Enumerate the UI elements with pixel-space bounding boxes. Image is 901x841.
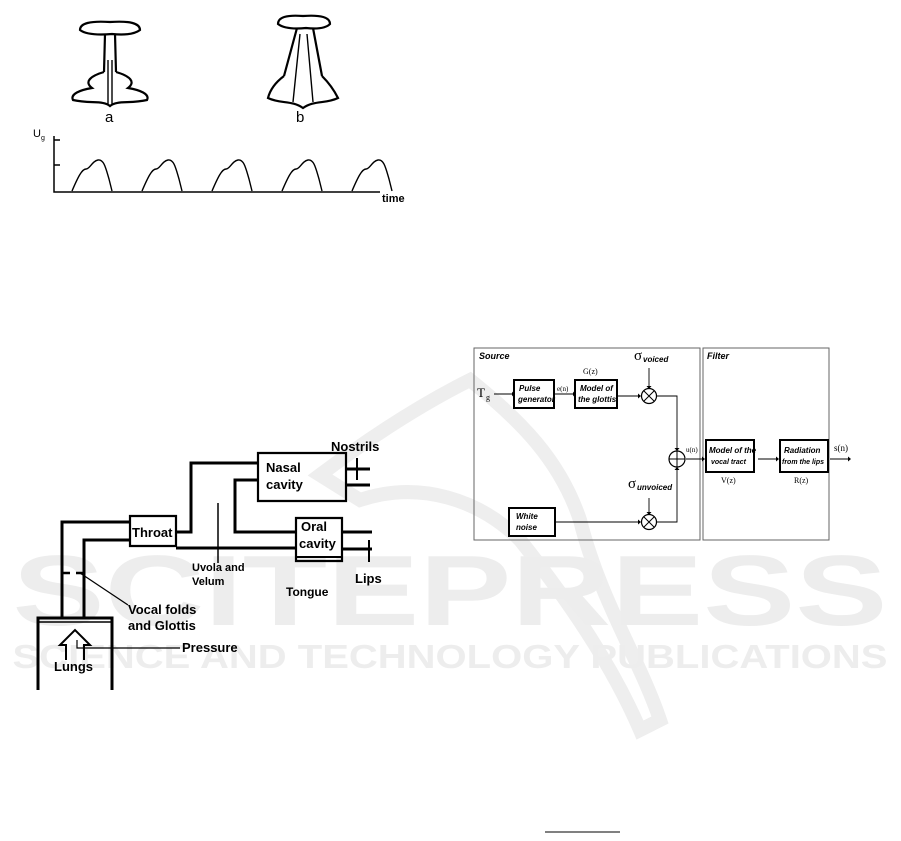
adder-plus <box>669 451 685 467</box>
pulse-generator-block <box>513 379 555 409</box>
source-filter-diagram: Source Filter T g Pulse generator e(n) G… <box>473 347 851 541</box>
multiplier-unvoiced-x <box>643 516 655 528</box>
input-t: T <box>477 385 485 400</box>
pulse-generator-label-1: Pulse <box>519 384 541 393</box>
multiplier-voiced-x <box>643 390 655 402</box>
velum-wall <box>233 478 296 534</box>
label-vocal-folds-2: and Glottis <box>128 618 196 633</box>
u-n-label: u(n) <box>686 446 698 454</box>
nostrils-mark <box>350 458 364 480</box>
vocal-tract-diagram <box>36 451 372 690</box>
watermark-swoosh <box>307 371 669 740</box>
sigma-unvoiced-symbol: σ <box>628 476 636 492</box>
glottis-shape-a <box>71 20 149 108</box>
glottal-pulse <box>281 159 323 192</box>
pulse-generator-label-2: generator <box>517 395 556 404</box>
pharynx-upper-wall <box>176 461 258 534</box>
input-t-sub: g <box>486 393 490 402</box>
lungs-box <box>36 616 114 690</box>
waveform-pulses <box>71 159 393 192</box>
lungs-arrow <box>57 628 93 660</box>
white-noise-label-2: noise <box>516 523 537 532</box>
label-uvola-velum-1: Uvola and <box>192 562 245 574</box>
glottis-shape-b <box>266 14 340 110</box>
label-nostrils: Nostrils <box>331 439 379 454</box>
glottis-model-label-1: Model of <box>580 384 614 393</box>
label-tongue: Tongue <box>286 585 329 599</box>
signal-arrows <box>494 368 849 523</box>
glottal-pulse <box>211 159 253 192</box>
sigma-voiced-sub: voiced <box>643 355 669 364</box>
label-nasal-cavity-1: Nasal <box>266 460 301 475</box>
waveform-y-symbol: U <box>33 128 41 140</box>
white-noise-label-1: White <box>516 512 538 521</box>
glottis-model-label-2: the glottis <box>578 395 617 404</box>
waveform-ticks <box>54 139 60 166</box>
glottis-figure: a b U g time <box>33 14 405 205</box>
label-uvola-velum-2: Velum <box>192 576 225 588</box>
glottal-pulse <box>141 159 183 192</box>
glottis-label-b: b <box>296 109 304 126</box>
glottal-pulse <box>351 159 393 192</box>
white-noise-block <box>508 507 556 537</box>
label-vocal-folds-1: Vocal folds <box>128 602 196 617</box>
throat-box <box>128 514 178 548</box>
pressure-pointer <box>76 640 180 649</box>
source-title: Source <box>479 351 510 361</box>
oral-cavity-box <box>294 516 344 563</box>
vocal-tract-model-label-2: vocal tract <box>711 459 747 466</box>
label-pressure: Pressure <box>182 640 238 655</box>
glottal-pulse <box>71 159 113 192</box>
radiation-label-2: from the lips <box>782 459 824 466</box>
watermark-main: SCITEPRESS <box>13 535 888 647</box>
e-n-label: e(n) <box>557 385 569 393</box>
waveform-x-label: time <box>382 193 405 205</box>
radiation-label-1: Radiation <box>784 446 821 455</box>
watermark-sub: SCIENCE AND TECHNOLOGY PUBLICATIONS <box>13 638 888 675</box>
waveform-y-subscript: g <box>41 135 45 142</box>
sigma-voiced-symbol: σ <box>634 348 642 364</box>
glottis-label-a: a <box>105 109 114 126</box>
source-panel <box>473 347 701 541</box>
radiation-block <box>779 439 829 473</box>
vocal-tract-model-block <box>705 439 755 473</box>
waveform-axes <box>53 136 380 193</box>
nasal-cavity-box <box>256 451 348 503</box>
g-z-label: G(z) <box>583 367 598 376</box>
watermark: SCITEPRESS SCIENCE AND TECHNOLOGY PUBLIC… <box>13 371 888 740</box>
sigma-unvoiced-sub: unvoiced <box>637 483 673 492</box>
label-lungs: Lungs <box>54 659 93 674</box>
trachea-right-wall <box>82 538 130 618</box>
label-oral-cavity-1: Oral <box>301 519 327 534</box>
filter-title: Filter <box>707 351 730 361</box>
trachea-left-wall <box>60 520 130 618</box>
label-oral-cavity-2: cavity <box>299 536 337 551</box>
label-lips: Lips <box>355 571 382 586</box>
label-throat: Throat <box>132 525 173 540</box>
arrow-heads <box>512 386 851 525</box>
v-z-label: V(z) <box>721 476 736 485</box>
r-z-label: R(z) <box>794 476 809 485</box>
vocal-tract-model-label-1: Model of the <box>709 446 757 455</box>
vocal-tract-labels: Nostrils Nasal cavity Throat Oral cavity… <box>54 439 382 674</box>
output-label: s(n) <box>834 443 848 453</box>
vocal-folds-pointer <box>79 572 129 606</box>
label-nasal-cavity-2: cavity <box>266 477 304 492</box>
